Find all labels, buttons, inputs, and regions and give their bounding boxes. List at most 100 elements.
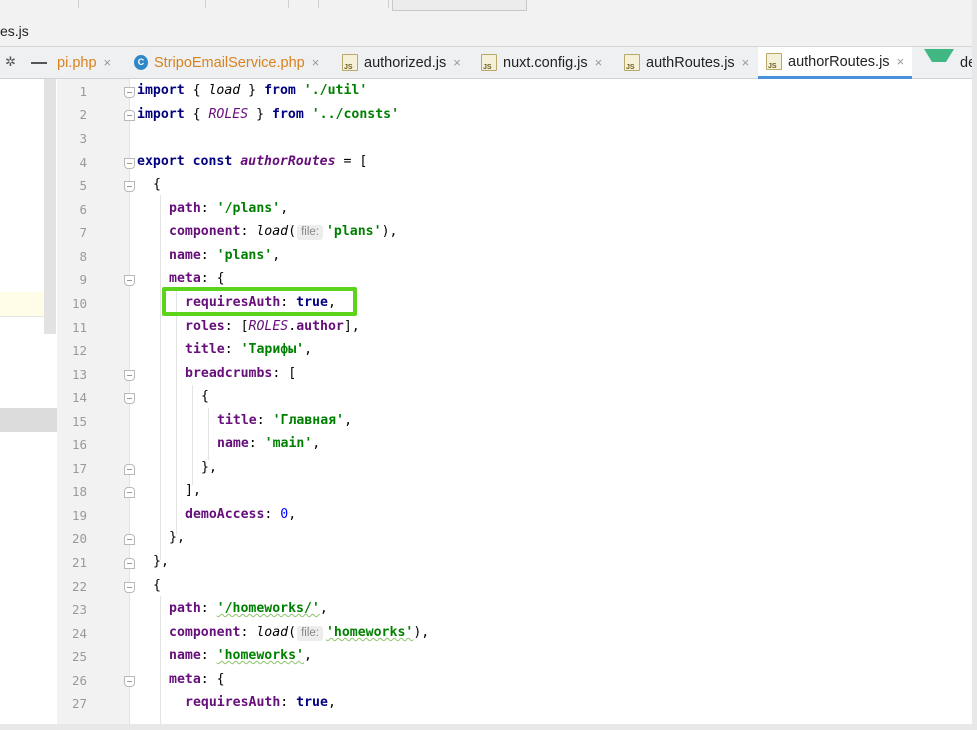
fold-marker-icon[interactable] — [124, 464, 135, 475]
code-line-12[interactable]: title: 'Тарифы', — [185, 340, 312, 360]
code-line-26[interactable]: meta: { — [169, 670, 225, 690]
code-line-18[interactable]: ], — [185, 481, 201, 501]
code-line-25[interactable]: name: 'homeworks', — [169, 646, 312, 666]
code-editor[interactable] — [130, 79, 972, 724]
indent-guide — [160, 195, 161, 560]
line-number: 18 — [71, 484, 87, 499]
tab-pi-php[interactable]: pi.php × — [57, 47, 111, 78]
tab-stripo-email-service[interactable]: C StripoEmailService.php × — [134, 47, 319, 78]
punctuation: , — [272, 248, 281, 263]
close-icon[interactable]: × — [311, 55, 320, 70]
tab-auth-routes-js[interactable]: authRoutes.js × — [624, 47, 749, 78]
line-number: 7 — [79, 225, 87, 240]
indent-guide — [208, 408, 209, 460]
tab-label: authorized.js — [364, 54, 447, 71]
punctuation: : [ — [272, 366, 297, 381]
divider — [0, 316, 44, 317]
code-line-16[interactable]: name: 'main', — [217, 434, 320, 454]
line-number: 12 — [71, 343, 87, 358]
code-line-24[interactable]: component: load(file:'homeworks'), — [169, 623, 429, 643]
punctuation: { — [184, 107, 209, 122]
property-key: path — [169, 601, 201, 616]
code-line-2[interactable]: import { ROLES } from '../consts' — [137, 105, 399, 125]
line-number: 15 — [71, 414, 87, 429]
punctuation: , — [280, 201, 289, 216]
line-number: 21 — [71, 555, 87, 570]
punctuation: : — [200, 248, 217, 263]
code-line-4[interactable]: export const authorRoutes = [ — [137, 152, 367, 172]
fold-marker-icon[interactable] — [124, 582, 135, 593]
gear-icon[interactable]: ✲ — [5, 54, 16, 69]
property-key: name — [217, 436, 249, 451]
line-number: 10 — [71, 296, 87, 311]
code-line-10[interactable]: requiresAuth: true, — [185, 293, 336, 313]
code-line-5[interactable]: { — [153, 175, 161, 195]
code-line-23[interactable]: path: '/homeworks/', — [169, 599, 328, 619]
scrollbar[interactable] — [44, 79, 56, 334]
punctuation: ), — [381, 224, 398, 239]
punctuation: , — [312, 436, 321, 451]
close-icon[interactable]: × — [741, 55, 750, 70]
fold-marker-icon[interactable] — [124, 558, 135, 569]
string-literal: 'homeworks' — [325, 625, 414, 640]
string-literal: 'homeworks' — [216, 648, 304, 663]
punctuation: }, — [201, 460, 217, 475]
fold-marker-icon[interactable] — [124, 110, 135, 121]
tab-authorized-js[interactable]: authorized.js × — [342, 47, 461, 78]
line-number: 16 — [71, 437, 87, 452]
fold-marker-icon[interactable] — [124, 487, 135, 498]
top-strip-divider — [318, 0, 319, 8]
indent-guide — [160, 596, 161, 724]
property-key: component — [169, 625, 241, 640]
code-line-11[interactable]: roles: [ROLES.author], — [185, 317, 360, 337]
breadcrumb-file[interactable]: es.js — [0, 23, 29, 39]
close-icon[interactable]: × — [594, 55, 603, 70]
code-line-13[interactable]: breadcrumbs: [ — [185, 364, 296, 384]
code-line-14[interactable]: { — [201, 387, 209, 407]
fold-marker-icon[interactable] — [124, 158, 135, 169]
window-edge — [0, 724, 977, 730]
string-literal: '/homeworks/' — [216, 601, 320, 616]
code-line-20[interactable]: }, — [169, 528, 185, 548]
code-line-22[interactable]: { — [153, 576, 161, 596]
fold-marker-icon[interactable] — [124, 181, 135, 192]
js-file-icon — [766, 53, 782, 70]
tab-author-routes-js[interactable]: authorRoutes.js × — [758, 47, 913, 79]
code-line-9[interactable]: meta: { — [169, 269, 225, 289]
code-line-7[interactable]: component: load(file:'plans'), — [169, 222, 397, 242]
close-icon[interactable]: × — [453, 55, 461, 70]
code-line-6[interactable]: path: '/plans', — [169, 199, 288, 219]
string-literal: '../consts' — [311, 107, 400, 122]
close-icon[interactable]: × — [896, 54, 905, 69]
tab-nuxt-config-js[interactable]: nuxt.config.js × — [481, 47, 602, 78]
selected-row[interactable] — [0, 292, 44, 316]
punctuation: , — [344, 413, 353, 428]
punctuation: } — [240, 83, 265, 98]
code-line-19[interactable]: demoAccess: 0, — [185, 505, 296, 525]
punctuation: : { — [200, 271, 225, 286]
line-number: 11 — [71, 320, 87, 335]
fold-marker-icon[interactable] — [124, 393, 135, 404]
code-line-1[interactable]: import { load } from './util' — [137, 81, 367, 101]
close-icon[interactable]: × — [103, 55, 112, 70]
fold-marker-icon[interactable] — [124, 370, 135, 381]
fold-marker-icon[interactable] — [124, 534, 135, 545]
code-line-27[interactable]: requiresAuth: true, — [185, 693, 336, 713]
code-line-21[interactable]: }, — [153, 552, 169, 572]
fold-marker-icon[interactable] — [124, 275, 135, 286]
line-number: 27 — [71, 696, 87, 711]
fold-marker-icon[interactable] — [124, 676, 135, 687]
tab-defa[interactable]: defa — [924, 47, 977, 78]
minus-icon[interactable] — [31, 62, 47, 64]
hovered-row[interactable] — [0, 408, 57, 432]
code-line-15[interactable]: title: 'Главная', — [217, 411, 352, 431]
property-key: demoAccess — [185, 507, 265, 522]
keyword: import — [137, 107, 185, 122]
code-line-8[interactable]: name: 'plans', — [169, 246, 280, 266]
fold-marker-icon[interactable] — [124, 87, 135, 98]
top-strip-field[interactable] — [392, 0, 527, 11]
punctuation: : — [200, 201, 217, 216]
punctuation: , — [304, 342, 313, 357]
editor-tab-bar: ✲ pi.php × C StripoEmailService.php × au… — [0, 47, 977, 79]
code-line-17[interactable]: }, — [201, 458, 217, 478]
